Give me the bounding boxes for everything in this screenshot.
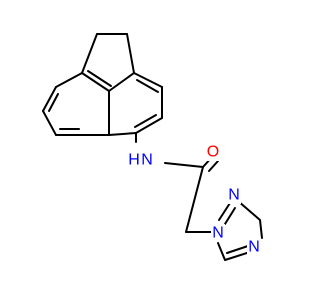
label-mask-amide-n — [127, 150, 163, 170]
bond-carbonyl-ch2 — [185, 166, 204, 233]
triazole-n2-label: N — [228, 187, 240, 204]
bond-triazole-2 — [237, 200, 261, 221]
bond-ring-3 — [42, 110, 57, 136]
bond-ring-6 — [81, 72, 110, 92]
bond-triazole-4-inner — [226, 245, 249, 254]
label-mask-triazole-n4 — [247, 238, 261, 256]
bond-ring-8 — [108, 72, 135, 92]
molecule-structure-diagram: N H O N N N — [42, 33, 263, 261]
bond-ring-1 — [55, 72, 83, 88]
atom-labels: N H O N N N — [127, 143, 261, 256]
triazole-n4-label: N — [248, 239, 260, 256]
label-mask-triazole-n2 — [227, 186, 241, 204]
bond-ring-6-inner — [87, 70, 112, 87]
bond-triazole-4 — [224, 251, 251, 261]
bond-triazole-1-inner — [224, 207, 236, 225]
bond-ring-9 — [133, 72, 163, 88]
bond-carbonyl-o-2 — [208, 160, 219, 172]
bond-bridge-ch2-left — [81, 33, 98, 74]
bonds — [42, 33, 263, 261]
bond-triazole-1 — [218, 202, 231, 221]
bond-ring-9-inner — [136, 79, 159, 93]
amide-nitrogen-label: N — [141, 152, 153, 169]
bond-ring-11-inner — [134, 114, 157, 128]
bond-ring-11 — [135, 117, 163, 134]
bond-bridge-ch2-right — [126, 33, 135, 74]
bond-ring-2-inner — [48, 93, 59, 112]
bond-nh-carbonyl — [164, 162, 204, 168]
bond-triazole-5 — [217, 242, 226, 261]
bond-ring-2 — [42, 86, 57, 112]
amide-hydrogen-label: H — [128, 152, 140, 169]
bond-triazole-3 — [259, 219, 263, 239]
label-mask-triazole-n1 — [211, 224, 225, 242]
bond-ring-12 — [108, 132, 137, 136]
label-mask-carbonyl-o — [207, 143, 221, 161]
carbonyl-oxygen-label: O — [207, 144, 219, 161]
triazole-n1-label: N — [212, 225, 224, 242]
